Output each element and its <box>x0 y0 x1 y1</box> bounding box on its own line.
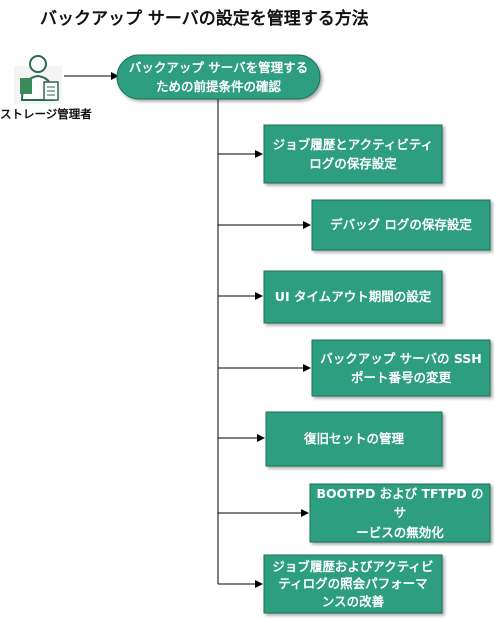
start-node-line: バックアップ サーバを管理する <box>128 59 309 75</box>
step-disable-bootpd-tftpd: BOOTPD および TFTPD のサ ービスの無効化 <box>310 484 490 542</box>
step-ssh-port: バックアップ サーバの SSH ポート番号の変更 <box>312 340 490 396</box>
step-box-shape <box>311 339 491 397</box>
step-save-job-history: ジョブ履歴とアクティビティ ログの保存設定 <box>264 125 442 183</box>
step-box-shape <box>263 270 443 324</box>
step-line: ジョブ履歴およびアクティビ <box>272 558 434 574</box>
step-manage-recovery-sets: 復旧セットの管理 <box>266 412 442 466</box>
step-line: UI タイムアウト期間の設定 <box>274 289 432 305</box>
step-line: ービスの無効化 <box>356 524 444 540</box>
step-line: ンスの改善 <box>321 593 385 609</box>
step-box-shape <box>263 124 443 184</box>
step-improve-query-performance: ジョブ履歴およびアクティビ ティログの照会パフォーマ ンスの改善 <box>264 555 442 613</box>
step-line: 復旧セットの管理 <box>303 431 404 447</box>
admin-person-icon <box>14 55 62 104</box>
step-line: バックアップ サーバの SSH <box>320 350 482 366</box>
page-title: バックアップ サーバの設定を管理する方法 <box>40 9 369 29</box>
step-box-shape <box>309 483 491 543</box>
step-line: デバッグ ログの保存設定 <box>330 217 472 233</box>
step-line: ポート番号の変更 <box>350 370 451 385</box>
step-box-shape <box>265 411 443 467</box>
step-ui-timeout: UI タイムアウト期間の設定 <box>264 271 442 323</box>
actor-label: ストレージ管理者 <box>0 107 92 121</box>
step-save-debug-log: デバッグ ログの保存設定 <box>312 200 490 250</box>
start-node: バックアップ サーバを管理する ための前提条件の確認 <box>117 55 320 99</box>
step-line: ティログの照会パフォーマ <box>278 576 428 592</box>
step-line: BOOTPD および TFTPD のサ <box>316 485 484 521</box>
start-node-shape <box>116 54 321 100</box>
step-box-shape <box>311 199 491 251</box>
step-box-shape <box>263 554 443 614</box>
step-line: ジョブ履歴とアクティビティ <box>272 136 434 152</box>
step-line: ログの保存設定 <box>309 156 397 171</box>
start-node-line: ための前提条件の確認 <box>155 79 281 94</box>
